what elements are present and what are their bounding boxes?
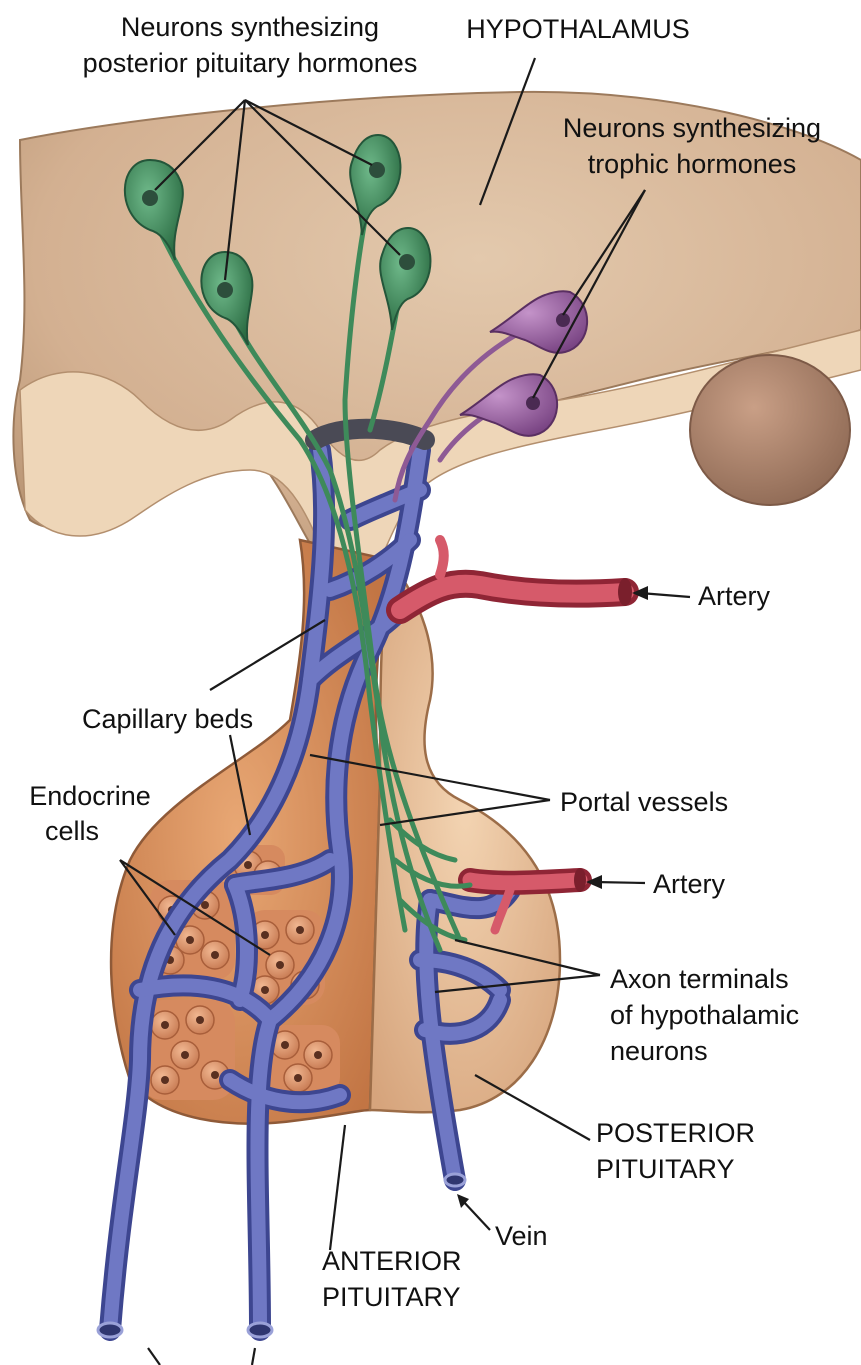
label-neurons-trophic-line2: trophic hormones: [588, 149, 797, 179]
cell-nucleus: [244, 861, 252, 869]
cell-nucleus: [261, 931, 269, 939]
cell-nucleus: [186, 936, 194, 944]
cell-nucleus: [261, 986, 269, 994]
cell-nucleus: [314, 1051, 322, 1059]
label-neurons-posterior-line2: posterior pituitary hormones: [83, 48, 418, 78]
cell-nucleus: [181, 1051, 189, 1059]
artery-top-vessel: [400, 540, 632, 610]
cell-nucleus: [296, 926, 304, 934]
label-endocrine-line1: Endocrine: [29, 781, 151, 811]
label-anterior-line2: PITUITARY: [322, 1282, 461, 1312]
cell-nucleus: [161, 1021, 169, 1029]
label-axon-line3: neurons: [610, 1036, 708, 1066]
label-vein: Vein: [495, 1221, 548, 1251]
cell-nucleus: [276, 961, 284, 969]
label-artery-mid: Artery: [653, 869, 726, 899]
label-posterior-line1: POSTERIOR: [596, 1118, 755, 1148]
label-anterior-line1: ANTERIOR: [322, 1246, 462, 1276]
cell-nucleus: [294, 1074, 302, 1082]
cell-nucleus: [196, 1016, 204, 1024]
label-hypothalamus: HYPOTHALAMUS: [466, 14, 690, 44]
label-neurons-posterior-line1: Neurons synthesizing: [121, 12, 379, 42]
cell-nucleus: [211, 951, 219, 959]
label-posterior-line2: PITUITARY: [596, 1154, 735, 1184]
label-axon-line2: of hypothalamic: [610, 1000, 799, 1030]
label-capillary-beds: Capillary beds: [82, 704, 253, 734]
cell-nucleus: [161, 1076, 169, 1084]
label-neurons-trophic-line1: Neurons synthesizing: [563, 113, 821, 143]
label-endocrine-line2: cells: [45, 816, 99, 846]
cell-nucleus: [211, 1071, 219, 1079]
mammillary-body: [690, 355, 850, 505]
label-axon-line1: Axon terminals: [610, 964, 789, 994]
cell-nucleus: [281, 1041, 289, 1049]
label-portal-vessels: Portal vessels: [560, 787, 728, 817]
label-artery-top: Artery: [698, 581, 771, 611]
